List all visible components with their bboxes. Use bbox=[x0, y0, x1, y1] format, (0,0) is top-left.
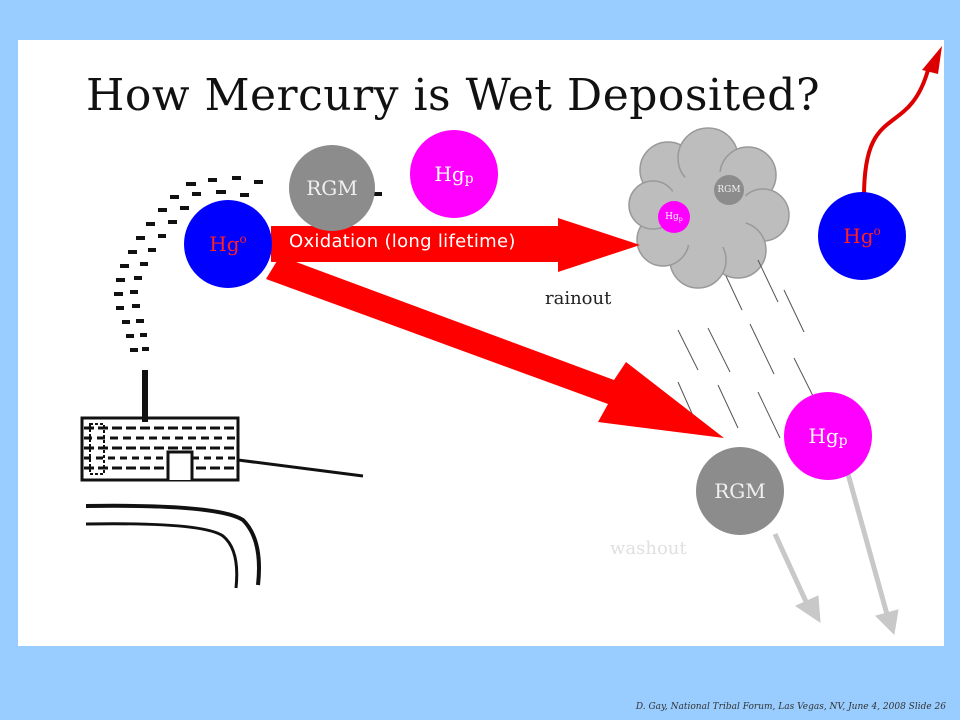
factory-icon bbox=[80, 370, 364, 589]
hg-label: Hg bbox=[209, 232, 240, 256]
hg-p-subscript: p bbox=[838, 432, 848, 449]
rainout-label: rainout bbox=[545, 288, 612, 309]
rgm-label: RGM bbox=[306, 176, 358, 200]
hg-label: Hg bbox=[434, 162, 465, 186]
rgm-particle-washout: RGM bbox=[696, 447, 784, 535]
washout-arrows bbox=[772, 473, 899, 636]
hg-label: Hg bbox=[808, 424, 839, 448]
escape-arrow bbox=[862, 46, 942, 198]
hg-0-superscript: o bbox=[873, 223, 881, 238]
hg-label: Hg bbox=[665, 212, 679, 222]
hg-p-subscript: p bbox=[464, 170, 474, 187]
hg-p-subscript: p bbox=[678, 215, 683, 223]
slide-footer: D. Gay, National Tribal Forum, Las Vegas… bbox=[635, 702, 946, 712]
smoke-plume bbox=[114, 176, 382, 352]
hg-0-superscript: o bbox=[239, 231, 247, 246]
rgm-label: RGM bbox=[714, 479, 766, 503]
rgm-label: RGM bbox=[717, 185, 741, 195]
oxidation-label: Oxidation (long lifetime) bbox=[289, 231, 516, 252]
oxidation-arrow bbox=[271, 218, 640, 272]
cloud-icon bbox=[628, 127, 790, 289]
rgm-particle-left: RGM bbox=[289, 145, 375, 231]
rgm-particle-cloud: RGM bbox=[714, 175, 744, 205]
hg-label: Hg bbox=[843, 224, 874, 248]
washout-label: washout bbox=[610, 538, 687, 559]
deposition-arrow bbox=[266, 256, 724, 438]
page-title: How Mercury is Wet Deposited? bbox=[85, 70, 821, 121]
diagram-canvas bbox=[80, 46, 942, 636]
